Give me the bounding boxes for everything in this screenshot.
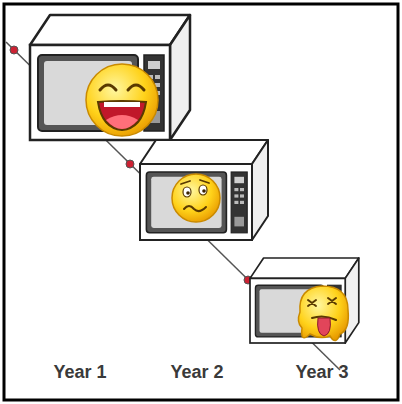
face-tongue xyxy=(106,115,138,129)
melting-face xyxy=(298,286,348,341)
face-circle xyxy=(172,174,220,222)
year-label: Year 3 xyxy=(267,362,377,383)
face-mouth xyxy=(98,101,146,130)
frame-border xyxy=(4,4,398,400)
face-tongue xyxy=(318,318,331,336)
timeline-dot xyxy=(10,46,18,54)
face-melting xyxy=(298,286,348,341)
face-eye xyxy=(308,300,316,306)
face-mouth xyxy=(184,206,206,211)
year-label: Year 1 xyxy=(25,362,135,383)
year-label: Year 2 xyxy=(142,362,252,383)
microwave-large xyxy=(30,15,190,140)
worried-face xyxy=(172,174,220,222)
face-eye xyxy=(100,85,116,90)
face-pupil xyxy=(186,191,190,195)
microwave-medium xyxy=(140,140,268,240)
face-eye xyxy=(128,85,144,90)
face-brow xyxy=(200,180,209,183)
face-eye xyxy=(183,187,191,197)
face-brow xyxy=(181,181,190,184)
microwave-small xyxy=(250,258,359,343)
face-teeth xyxy=(104,102,140,107)
timeline-dot xyxy=(126,160,134,168)
face-pupil xyxy=(202,189,206,193)
face-eye xyxy=(328,298,336,304)
laughing-face xyxy=(86,64,158,136)
face-eye xyxy=(199,185,207,195)
face-circle xyxy=(86,64,158,136)
